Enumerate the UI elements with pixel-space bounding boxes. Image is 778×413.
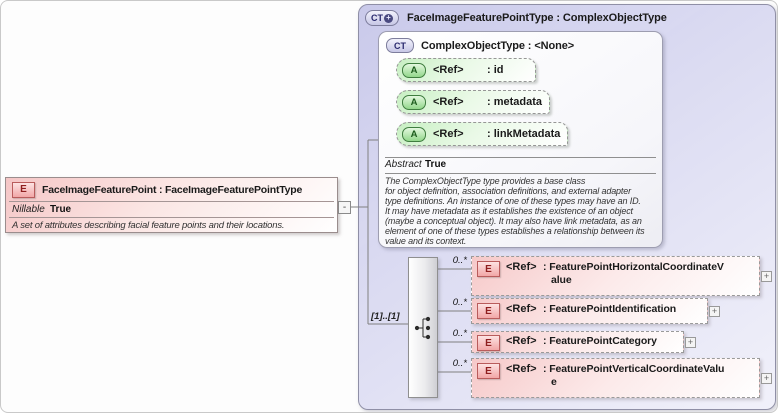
element-ref-name: : FeaturePointIdentification: [543, 303, 677, 315]
element-ref-row[interactable]: E <Ref> : FeaturePointCategory: [471, 331, 684, 353]
base-type-header: CT ComplexObjectType : <None>: [386, 38, 574, 53]
annotation-line: element of one of these types establishe…: [385, 226, 645, 236]
expand-toggle[interactable]: +: [685, 336, 696, 348]
abstract-label: Abstract: [385, 159, 422, 170]
element-ref-row[interactable]: E <Ref> : FeaturePointHorizontalCoordinate…: [471, 256, 760, 296]
expand-toggle[interactable]: +: [761, 270, 772, 282]
element-ref-name: : FeaturePointCategory: [543, 335, 657, 347]
expand-toggle[interactable]: +: [709, 305, 720, 317]
sequence-compositor[interactable]: [408, 257, 438, 398]
element-cardinality: 0..*: [452, 255, 467, 266]
element-node[interactable]: E FaceImageFeaturePoint : FaceImageFeatu…: [5, 177, 338, 233]
annotation-line: The ComplexObjectType type provides a ba…: [385, 176, 586, 186]
attribute-name: : linkMetadata: [487, 128, 561, 140]
element-icon: E: [477, 363, 500, 379]
annotation-line: It may have metadata as it establishes t…: [385, 206, 633, 216]
element-ref-label: <Ref>: [506, 363, 537, 375]
attribute-ref-label: <Ref>: [433, 128, 464, 140]
attribute-icon: A: [402, 62, 426, 78]
complex-type-header: CT+ FaceImageFeaturePointType : ComplexO…: [365, 10, 667, 26]
element-ref-label: <Ref>: [506, 261, 537, 273]
element-title: FaceImageFeaturePoint : FaceImageFeature…: [42, 183, 303, 196]
attribute-ref-tag[interactable]: A <Ref> : metadata: [396, 90, 550, 114]
attribute-ref-label: <Ref>: [433, 96, 464, 108]
element-title-row: E FaceImageFeaturePoint : FaceImageFeatu…: [6, 178, 337, 201]
attribute-icon: A: [402, 126, 426, 142]
attribute-ref-label: <Ref>: [433, 64, 464, 76]
complextype-icon: CT: [386, 38, 414, 53]
element-ref-row[interactable]: E <Ref> : FeaturePointIdentification: [471, 298, 708, 324]
abstract-property-row: Abstract True: [385, 159, 446, 170]
element-ref-label: <Ref>: [506, 303, 537, 315]
annotation-line: value and its context.: [385, 236, 467, 246]
attribute-name: : metadata: [487, 96, 543, 108]
separator: [385, 173, 656, 174]
base-type-annotation: The ComplexObjectType type provides a ba…: [385, 176, 645, 246]
element-icon: E: [477, 303, 500, 319]
sequence-cardinality: [1]..[1]: [371, 311, 400, 322]
element-icon: E: [477, 335, 500, 351]
collapse-toggle[interactable]: -: [338, 201, 351, 214]
separator: [9, 201, 334, 202]
base-type-title: ComplexObjectType : <None>: [421, 39, 575, 52]
plus-badge-icon: +: [384, 13, 393, 23]
attribute-ref-tag[interactable]: A <Ref> : linkMetadata: [396, 122, 568, 146]
attribute-ref-tag[interactable]: A <Ref> : id: [396, 58, 536, 82]
nillable-value: True: [50, 204, 72, 215]
element-ref-label: <Ref>: [506, 335, 537, 347]
element-cardinality: 0..*: [452, 358, 467, 369]
attribute-icon: A: [402, 94, 426, 110]
complextype-icon-label: CT: [371, 13, 383, 23]
nillable-property-row: Nillable True: [12, 204, 71, 215]
nillable-label: Nillable: [12, 204, 45, 215]
element-icon: E: [12, 181, 35, 198]
expand-toggle[interactable]: +: [761, 372, 772, 384]
complex-type-title: FaceImageFeaturePointType : ComplexObjec…: [407, 12, 667, 24]
element-icon: E: [477, 261, 500, 277]
annotation-line: (maybe a conceptual object). It may also…: [385, 216, 642, 226]
abstract-value: True: [425, 159, 447, 170]
attribute-name: : id: [487, 64, 504, 76]
element-cardinality: 0..*: [452, 297, 467, 308]
element-annotation: A set of attributes describing facial fe…: [12, 220, 285, 231]
element-cardinality: 0..*: [452, 328, 467, 339]
annotation-line: type definitions. An instance of one of …: [385, 196, 641, 206]
separator: [385, 157, 656, 158]
complextype-plus-icon: CT+: [365, 10, 399, 26]
element-ref-row[interactable]: E <Ref> : FeaturePointVerticalCoordinateVa…: [471, 358, 760, 398]
annotation-line: for object definition, association defin…: [385, 186, 631, 196]
separator: [9, 217, 334, 218]
sequence-icon: [414, 316, 431, 339]
